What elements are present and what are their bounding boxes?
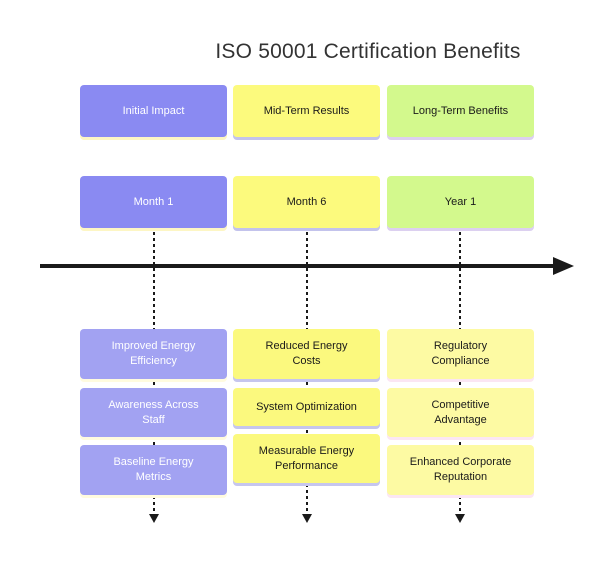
benefit-box-measurable-energy-performance: Measurable Energy Performance — [233, 434, 380, 483]
arrow-down-icon-column-3 — [455, 514, 465, 523]
benefit-box-enhanced-corporate-reputation: Enhanced Corporate Reputation — [387, 445, 534, 495]
diagram-title: ISO 50001 Certification Benefits — [215, 40, 521, 63]
benefit-box-reduced-energy-costs: Reduced Energy Costs — [233, 329, 380, 379]
header-box-long-term-benefits: Long-Term Benefits — [387, 85, 534, 137]
benefit-box-system-optimization: System Optimization — [233, 388, 380, 426]
benefit-box-improved-energy-efficiency: Improved Energy Efficiency — [80, 329, 227, 379]
timeline-axis — [40, 264, 554, 268]
time-box-month-1: Month 1 — [80, 176, 227, 228]
time-box-year-1: Year 1 — [387, 176, 534, 228]
time-box-month-6: Month 6 — [233, 176, 380, 228]
benefit-box-awareness-across-staff: Awareness Across Staff — [80, 388, 227, 437]
benefit-box-baseline-energy-metrics: Baseline Energy Metrics — [80, 445, 227, 495]
arrow-down-icon-column-1 — [149, 514, 159, 523]
benefit-box-competitive-advantage: Competitive Advantage — [387, 388, 534, 437]
benefit-box-regulatory-compliance: Regulatory Compliance — [387, 329, 534, 379]
header-box-mid-term-results: Mid-Term Results — [233, 85, 380, 137]
timeline-arrow-right-icon — [553, 257, 574, 275]
arrow-down-icon-column-2 — [302, 514, 312, 523]
header-box-initial-impact: Initial Impact — [80, 85, 227, 137]
